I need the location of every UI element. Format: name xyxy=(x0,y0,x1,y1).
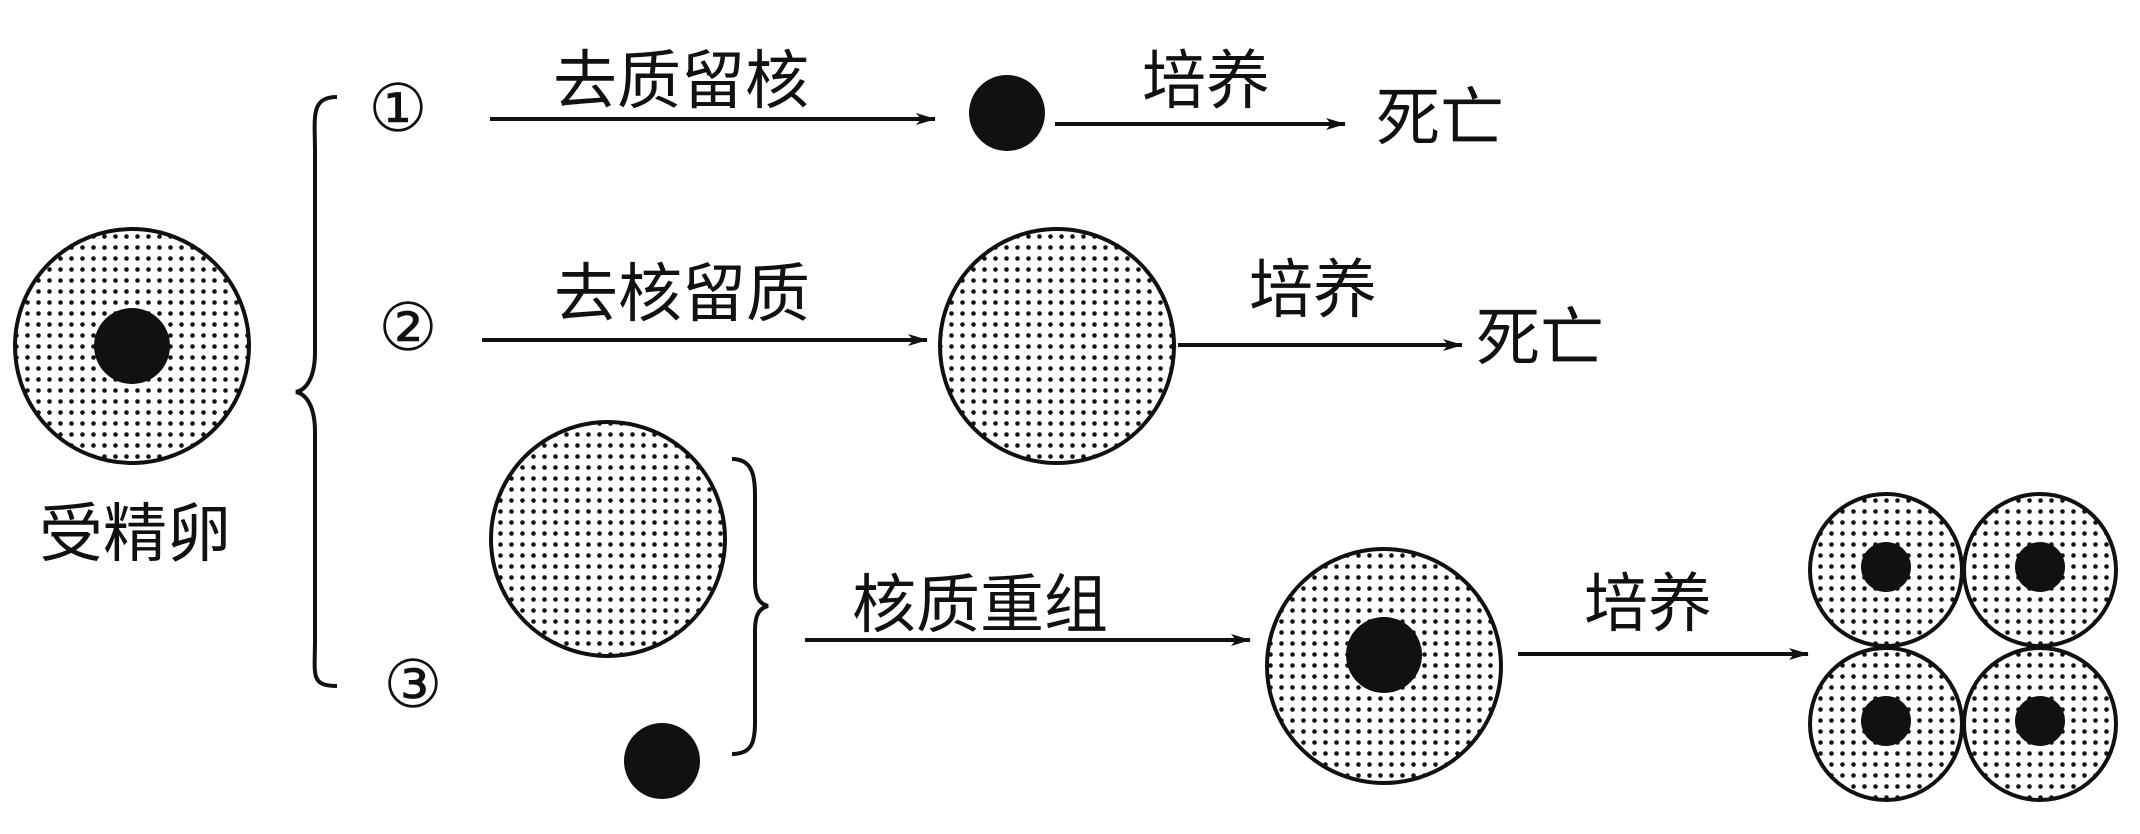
path-1-culture-label: 培养 xyxy=(1142,45,1270,119)
cell-nucleus xyxy=(2015,696,2065,746)
cell-bottom-right xyxy=(1962,646,2118,802)
path-1-nucleus-only xyxy=(969,75,1045,151)
path-3-nucleus xyxy=(624,723,700,799)
cell-nucleus xyxy=(2015,542,2065,592)
path-3-step-label: 核质重组 xyxy=(852,569,1108,643)
path-2-cytoplasm-only xyxy=(938,227,1176,465)
path-1-result: 死亡 xyxy=(1376,82,1504,156)
path-3-culture-label: 培养 xyxy=(1584,568,1712,642)
path-3-number: ③ xyxy=(383,646,442,723)
egg-label: 受精卵 xyxy=(39,498,231,572)
dividing-cells-cluster xyxy=(1808,492,2118,802)
path-2-step-label: 去核留质 xyxy=(554,258,810,332)
egg-nucleus xyxy=(94,308,170,384)
left-brace xyxy=(295,95,338,688)
path-1-number: ① xyxy=(368,70,427,147)
cell-top-left xyxy=(1808,492,1964,648)
fertilized-egg xyxy=(13,227,251,465)
path-2-result: 死亡 xyxy=(1476,302,1604,376)
recombined-nucleus xyxy=(1346,617,1422,693)
path-3-recombined-cell xyxy=(1265,547,1503,785)
path-2-number: ② xyxy=(378,289,437,366)
right-brace xyxy=(731,457,769,756)
cell-nucleus xyxy=(1861,542,1911,592)
cell-nucleus xyxy=(1861,696,1911,746)
path-1-step-label: 去质留核 xyxy=(553,45,809,119)
cell-top-right xyxy=(1962,492,2118,648)
path-3-cytoplasm xyxy=(489,420,727,658)
path-2-culture-label: 培养 xyxy=(1249,254,1377,328)
cell-bottom-left xyxy=(1808,646,1964,802)
